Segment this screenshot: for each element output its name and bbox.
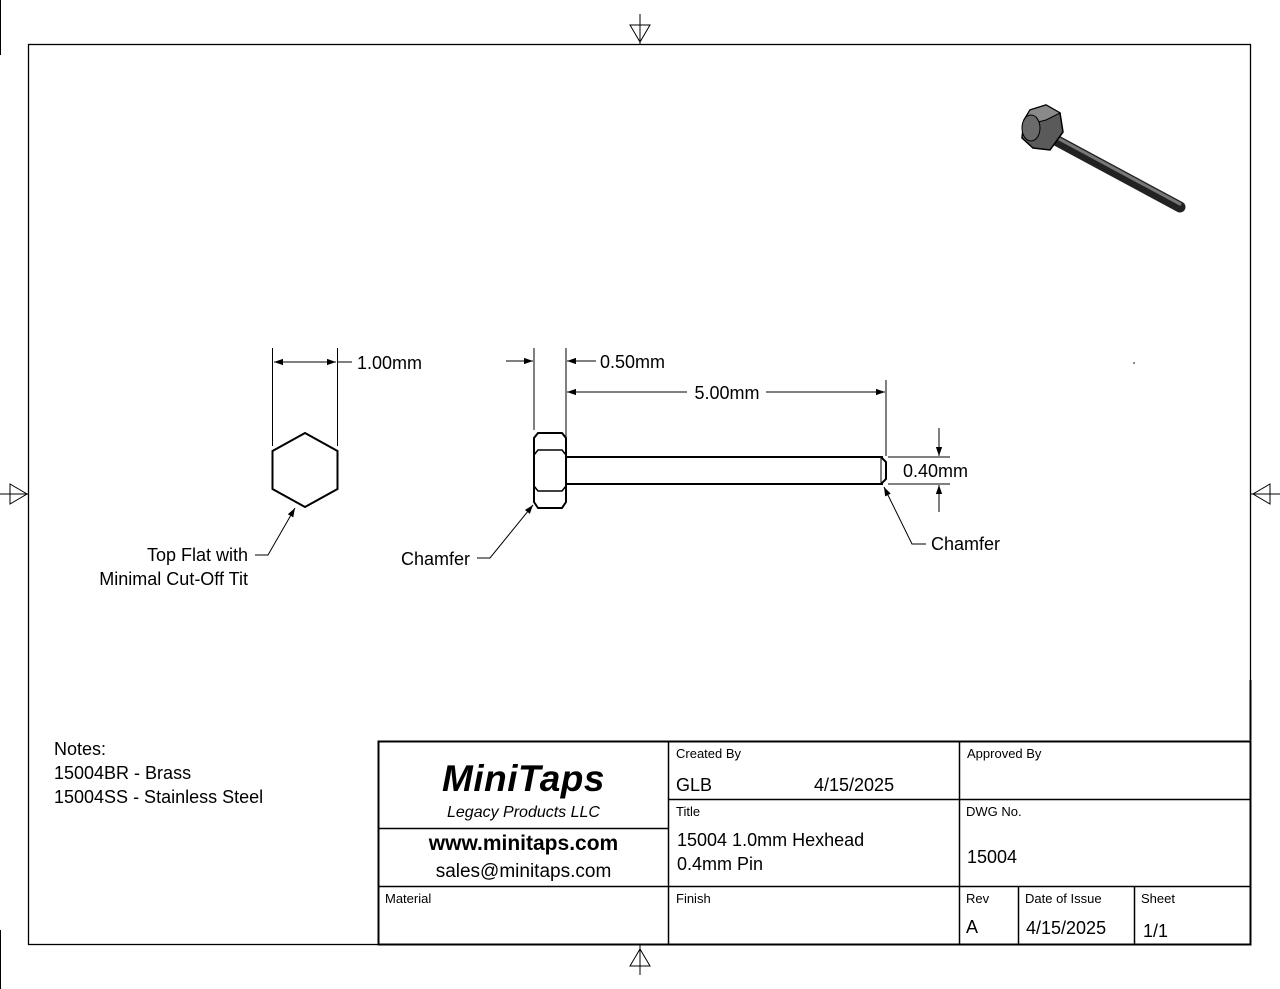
date-of-issue-value: 4/15/2025: [1026, 918, 1107, 938]
dwg-no-label: DWG No.: [966, 804, 1022, 819]
head-thickness-label: 0.50mm: [600, 352, 665, 372]
company-email[interactable]: sales@minitaps.com: [435, 861, 612, 882]
pin-length-dimension: [567, 380, 887, 456]
rev-label: Rev: [966, 891, 990, 906]
tip-chamfer-label: Chamfer: [931, 534, 1000, 554]
created-by-value: GLB: [676, 775, 713, 795]
company-subtitle: Legacy Products LLC: [447, 804, 600, 821]
center-mark-right: [1251, 483, 1280, 505]
title-block-grid: [377, 740, 1252, 946]
notes-line-brass: 15004BR - Brass: [54, 763, 192, 783]
title-label: Title: [676, 804, 701, 819]
top-flat-leader: [255, 507, 296, 556]
title-line1: 15004 1.0mm Hexhead: [677, 830, 865, 850]
pin-side-view: [533, 432, 887, 509]
notes-section: Notes: 15004BR - Brass 15004SS - Stainle…: [54, 737, 263, 809]
dwg-no-value: 15004: [967, 847, 1018, 867]
center-mark-top: [629, 14, 651, 44]
notes-heading: Notes:: [54, 739, 107, 759]
top-flat-callout-line2: Minimal Cut-Off Tit: [99, 569, 248, 589]
company-logo: MiniTaps: [442, 758, 605, 799]
sheet-label: Sheet: [1141, 891, 1175, 906]
head-chamfer-label: Chamfer: [401, 549, 470, 569]
material-label: Material: [385, 891, 432, 906]
finish-label: Finish: [676, 891, 711, 906]
company-website[interactable]: www.minitaps.com: [428, 832, 619, 855]
head-thickness-dimension: [506, 348, 596, 454]
isometric-pin-render: [1021, 104, 1186, 213]
head-chamfer-leader: [477, 504, 534, 559]
top-flat-callout-line1: Top Flat with: [147, 545, 248, 565]
center-mark-bottom: [629, 945, 651, 975]
tip-chamfer-leader: [883, 486, 926, 545]
pin-diameter-dimension: [888, 428, 950, 512]
date-of-issue-label: Date of Issue: [1025, 891, 1102, 906]
hex-width-label: 1.00mm: [357, 353, 422, 373]
center-mark-left: [0, 483, 28, 505]
sheet-value: 1/1: [1143, 921, 1169, 941]
pin-diameter-label: 0.40mm: [903, 461, 968, 481]
created-by-label: Created By: [676, 746, 742, 761]
hex-end-view: [271, 431, 339, 509]
notes-line-stainless: 15004SS - Stainless Steel: [54, 787, 264, 807]
rev-value: A: [966, 917, 979, 937]
title-line2: 0.4mm Pin: [677, 854, 764, 874]
pin-length-label: 5.00mm: [694, 383, 759, 403]
created-date-value: 4/15/2025: [814, 775, 895, 795]
hex-width-dimension: [272, 348, 352, 446]
approved-by-label: Approved By: [967, 746, 1042, 761]
